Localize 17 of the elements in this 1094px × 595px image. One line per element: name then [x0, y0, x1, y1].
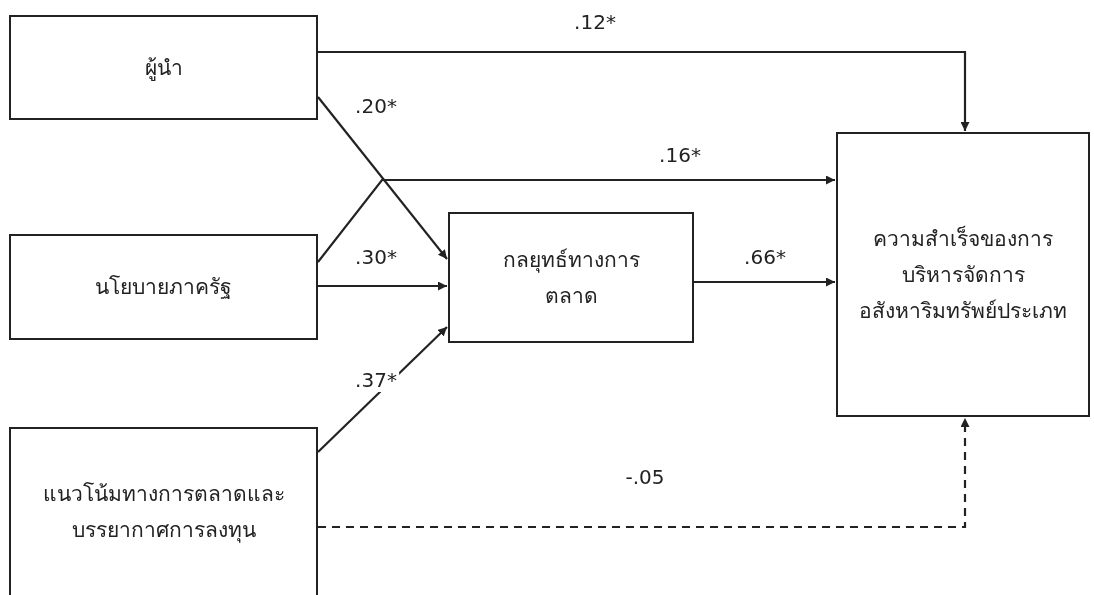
box-text: ผู้นำ — [143, 54, 184, 83]
variable-box — [9, 234, 318, 340]
arrow — [318, 418, 970, 529]
box-text: แนวโน้มทางการตลาดและบรรยากาศการลงทุน — [41, 481, 286, 545]
arrow — [317, 326, 448, 453]
arrow — [318, 281, 447, 291]
variable-box — [9, 15, 318, 120]
arrow — [318, 50, 970, 131]
box-text: นโยบายภาครัฐ — [94, 274, 233, 301]
variable-box — [836, 132, 1090, 417]
variable-box — [9, 427, 318, 595]
box-text: ความสำเร็จของการบริหารจัดการอสังหาริมทรัพย์ประเภท — [858, 224, 1068, 325]
arrow — [317, 175, 835, 263]
box-text: กลยุทธ์ทางการตลาด — [501, 246, 641, 310]
arrow — [317, 96, 448, 260]
arrow — [694, 277, 835, 287]
variable-box — [448, 212, 694, 343]
